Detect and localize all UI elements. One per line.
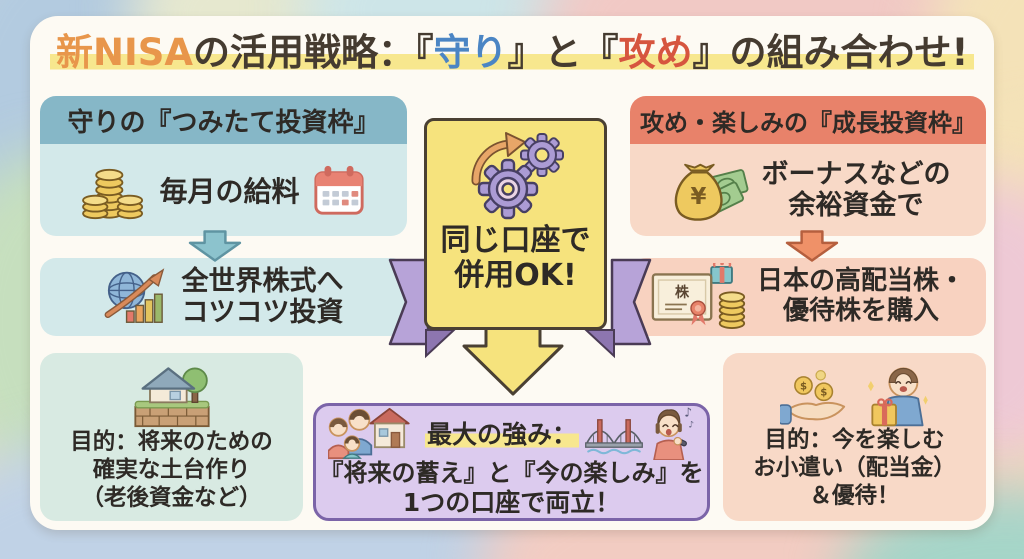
offense-goal-line3: ＆優待！ bbox=[809, 482, 900, 509]
defense-goal-line2: 確実な土台作り bbox=[92, 457, 251, 484]
offense-step2-line1: 日本の高配当株・ bbox=[756, 266, 965, 297]
bridge-icon bbox=[585, 418, 643, 454]
ribbon-banner-tails bbox=[388, 258, 652, 396]
defense-step2-line2: コツコツ投資 bbox=[181, 297, 344, 328]
title-seg: 』の組み合わせ! bbox=[692, 31, 969, 74]
defense-goal-box: 目的：将来のための 確実な土台作り （老後資金など） bbox=[40, 353, 303, 521]
title-seg-nisa: 新NISA bbox=[56, 31, 194, 74]
gears-icon bbox=[471, 132, 564, 220]
offense-goal-line2: お小遣い（配当金） bbox=[753, 455, 956, 482]
house-foundation-icon bbox=[133, 367, 210, 428]
offense-step2-label: 日本の高配当株・ 優待株を購入 bbox=[756, 266, 965, 327]
hand-coins-icon: $ $ bbox=[779, 370, 845, 425]
defense-flow-down-arrow-icon bbox=[188, 230, 242, 262]
strength-header-row: 最大の強み： ♪ ♪ bbox=[327, 406, 695, 461]
defense-goal-line1: 目的：将来のための bbox=[70, 429, 273, 456]
defense-step1-label: 毎月の給料 bbox=[159, 175, 300, 208]
defense-step2-box: 全世界株式へ コツコツ投資 bbox=[40, 258, 407, 336]
title-highlight: 新NISAの活用戦略：『守り』と『攻め』の組み合わせ! bbox=[50, 31, 975, 74]
strength-summary-box: 最大の強み： ♪ ♪ 『 bbox=[313, 403, 710, 521]
svg-text:$: $ bbox=[820, 388, 827, 399]
defense-step1-body: 毎月の給料 bbox=[40, 144, 407, 236]
defense-step2-line1: 全世界株式へ bbox=[181, 265, 344, 297]
svg-text:$: $ bbox=[799, 382, 806, 393]
coins-stack-icon bbox=[82, 168, 144, 220]
offense-header: 攻め・楽しみの『成長投資枠』 bbox=[630, 96, 986, 144]
offense-header-label: 攻め・楽しみの『成長投資枠』 bbox=[640, 108, 976, 137]
offense-goal-icons: $ $ bbox=[779, 363, 930, 427]
title-seg-defense: 守り bbox=[433, 31, 508, 74]
svg-text:¥: ¥ bbox=[690, 183, 706, 209]
svg-text:♪: ♪ bbox=[684, 406, 692, 420]
banner-line1: 同じ口座で bbox=[440, 223, 591, 258]
offense-goal-line1: 目的：今を楽しむ bbox=[764, 427, 945, 454]
defense-step2-label: 全世界株式へ コツコツ投資 bbox=[182, 266, 344, 328]
banner-line2: 併用OK! bbox=[454, 258, 577, 294]
page-title: 新NISAの活用戦略：『守り』と『攻め』の組み合わせ! bbox=[50, 26, 975, 80]
same-account-banner: 同じ口座で 併用OK! bbox=[424, 118, 607, 330]
stock-certificate-icon: 株 bbox=[651, 263, 746, 329]
offense-step1-label: ボーナスなどの 余裕資金で bbox=[762, 159, 951, 221]
title-seg: の活用戦略：『 bbox=[193, 31, 434, 74]
strength-label: 最大の強み： bbox=[424, 415, 579, 452]
singer-icon: ♪ ♪ bbox=[653, 406, 694, 461]
strength-line3: 1つの口座で両立！ bbox=[402, 487, 621, 517]
offense-goal-box: $ $ 目的：今を楽しむ お小遣い（配当金） ＆優待！ bbox=[723, 353, 986, 521]
merge-down-arrow-icon bbox=[462, 320, 564, 396]
svg-text:株: 株 bbox=[675, 284, 690, 301]
calendar-icon bbox=[313, 165, 364, 215]
person-gift-icon bbox=[867, 367, 928, 427]
offense-step1-box: 攻め・楽しみの『成長投資枠』 ¥ ボーナスなどの 余裕資金で bbox=[630, 96, 986, 236]
offense-step1-line1: ボーナスなどの bbox=[761, 158, 951, 190]
defense-goal-line3: （老後資金など） bbox=[81, 484, 262, 511]
money-bag-icon: ¥ bbox=[674, 163, 748, 221]
defense-step1-box: 守りの『つみたて投資枠』 毎月の給料 bbox=[40, 96, 407, 236]
title-seg: 』と『 bbox=[507, 31, 619, 74]
offense-step1-line2: 余裕資金で bbox=[788, 190, 924, 221]
defense-header-label: 守りの『つみたて投資枠』 bbox=[67, 107, 380, 138]
title-seg-offense: 攻め bbox=[618, 31, 693, 74]
offense-flow-down-arrow-icon bbox=[785, 230, 839, 262]
defense-header: 守りの『つみたて投資枠』 bbox=[40, 96, 407, 144]
globe-growth-chart-icon bbox=[104, 268, 164, 323]
offense-step1-body: ¥ ボーナスなどの 余裕資金で bbox=[630, 144, 986, 236]
strength-line2: 『将来の蓄え』と『今の楽しみ』を bbox=[319, 459, 704, 488]
svg-text:♪: ♪ bbox=[688, 420, 694, 430]
family-house-icon bbox=[327, 407, 410, 459]
offense-step2-box: 株 日本の高配当株・ 優待株を購入 bbox=[630, 258, 986, 336]
offense-step2-line2: 優待株を購入 bbox=[782, 296, 939, 326]
